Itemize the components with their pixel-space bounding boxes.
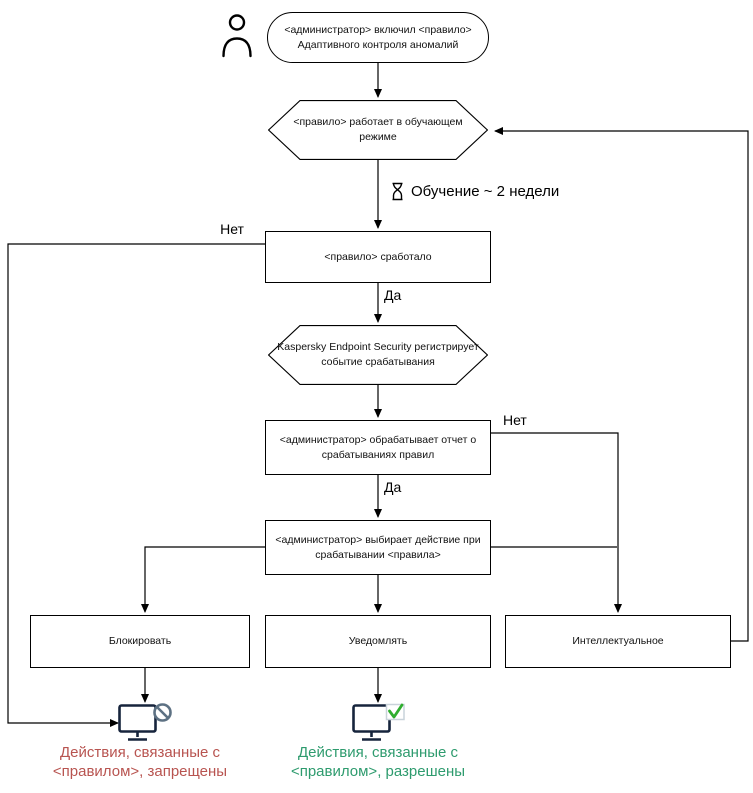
- denied-caption-line2: <правилом>, запрещены: [52, 762, 228, 780]
- notify-option-node: Уведомлять: [265, 615, 491, 668]
- choose-action-node: <администратор> выбирает действие при ср…: [265, 520, 491, 575]
- computer-blocked-icon: [118, 703, 172, 741]
- denied-caption: Действия, связанные с <правилом>, запрещ…: [28, 744, 252, 782]
- connector-smart-feedback-to-learning: [494, 127, 749, 642]
- registers-node-line2: событие срабатывания: [321, 356, 435, 368]
- denied-caption-line1: Действия, связанные с: [59, 744, 221, 761]
- choose-node-line2: срабатывании <правила>: [315, 548, 441, 561]
- allowed-caption-line2: <правилом>, разрешены: [290, 762, 466, 780]
- label-no-right: Нет: [503, 412, 527, 428]
- hexagon-shape: [268, 100, 488, 160]
- label-yes-top: Да: [384, 287, 402, 303]
- start-node-line2: Адаптивного контроля аномалий: [297, 38, 459, 51]
- hourglass-icon: [392, 182, 403, 201]
- choose-node-line1: <администратор> выбирает действие при: [275, 533, 481, 546]
- smart-option-label: Интеллектуальное: [572, 635, 664, 648]
- allowed-caption: Действия, связанные с <правилом>, разреш…: [266, 744, 490, 782]
- block-option-node: Блокировать: [30, 615, 250, 668]
- report-processing-node: <администратор> обрабатывает отчет о сра…: [265, 420, 491, 475]
- notify-option-label: Уведомлять: [348, 635, 408, 648]
- learning-node-line1: <правило> работает в обучающем: [293, 116, 463, 129]
- rule-triggered-node: <правило> сработало: [265, 231, 491, 283]
- label-no-left: Нет: [220, 221, 244, 237]
- allowed-caption-line1: Действия, связанные с: [297, 744, 459, 761]
- registers-event-node: Kaspersky Endpoint Security регистрирует…: [268, 325, 488, 385]
- training-duration-text: Обучение ~ 2 недели: [411, 183, 560, 200]
- training-duration-label: Обучение ~ 2 недели: [391, 182, 559, 201]
- computer-allowed-icon: [352, 703, 405, 741]
- learning-node-line2: режиме: [359, 131, 397, 143]
- block-option-label: Блокировать: [108, 635, 172, 648]
- administrator-icon: [222, 14, 252, 58]
- connector-no-to-denied: [7, 243, 265, 727]
- start-node: <администратор> включил <правило> Адапти…: [267, 12, 489, 63]
- report-node-line2: срабатываниях правил: [321, 448, 435, 461]
- start-node-line1: <администратор> включил <правило>: [284, 23, 472, 36]
- report-node-line1: <администратор> обрабатывает отчет о: [279, 433, 477, 446]
- rule-triggered-label: <правило> сработало: [324, 250, 432, 263]
- label-yes-bottom: Да: [384, 479, 402, 495]
- hexagon-shape: [268, 325, 488, 385]
- smart-option-node: Интеллектуальное: [505, 615, 731, 668]
- checkmark-icon: [388, 703, 404, 719]
- registers-node-line1: Kaspersky Endpoint Security регистрирует: [277, 341, 479, 354]
- connector-no-to-smart: [491, 432, 622, 613]
- learning-mode-node: <правило> работает в обучающем режиме: [268, 100, 488, 160]
- connector-choose-to-block: [141, 546, 265, 613]
